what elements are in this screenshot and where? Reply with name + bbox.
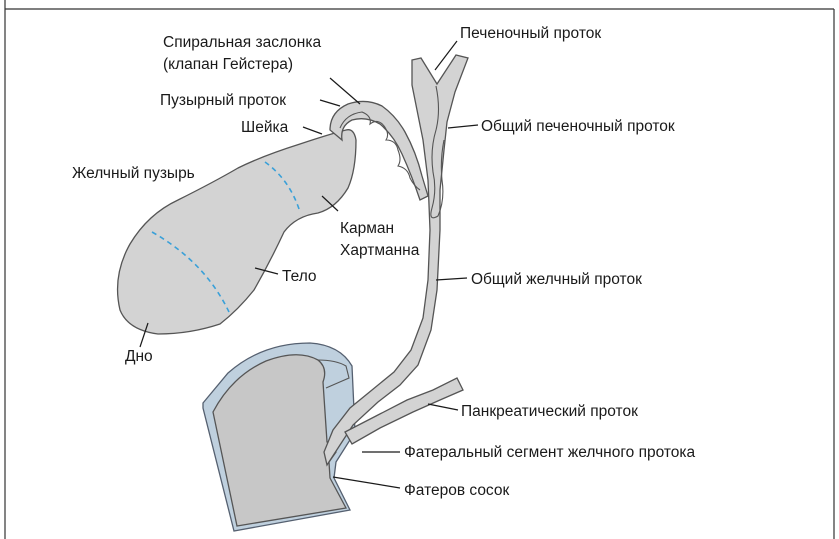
leader-spiral-valve — [330, 78, 360, 104]
label-neck: Шейка — [241, 119, 289, 136]
label-vater-segment: Фатеральный сегмент желчного протока — [404, 444, 696, 461]
gallbladder — [118, 101, 428, 334]
leader-common-bile-duct — [436, 278, 467, 280]
label-hartmann-1: Карман — [340, 220, 394, 237]
label-common-hepatic-duct: Общий печеночный проток — [481, 118, 675, 135]
label-cystic-duct: Пузырный проток — [160, 92, 286, 109]
label-spiral-valve-2: (клапан Гейстера) — [163, 56, 293, 73]
label-hepatic-duct: Печеночный проток — [460, 25, 601, 42]
leader-neck — [303, 127, 322, 134]
label-pancreatic-duct: Панкреатический проток — [461, 403, 638, 420]
leader-vater-papilla — [333, 477, 400, 488]
label-common-bile-duct: Общий желчный проток — [471, 271, 642, 288]
label-hartmann-2: Хартманна — [340, 242, 420, 259]
leader-pancreatic-duct — [428, 404, 458, 410]
label-spiral-valve-1: Спиральная заслонка — [163, 34, 321, 51]
label-gallbladder: Желчный пузырь — [72, 165, 195, 182]
label-vater-papilla: Фатеров сосок — [404, 482, 509, 499]
label-fundus: Дно — [125, 348, 153, 365]
leader-cystic-duct — [320, 100, 340, 106]
label-body: Тело — [282, 268, 317, 285]
leader-common-hepatic-duct — [448, 125, 478, 128]
